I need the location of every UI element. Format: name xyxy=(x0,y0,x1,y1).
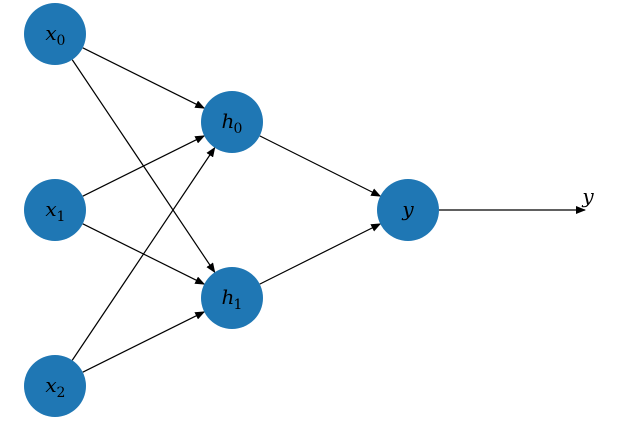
node-subscript-h1: 1 xyxy=(234,297,243,313)
node-circle-x2 xyxy=(24,355,86,417)
node-subscript-x2: 2 xyxy=(57,385,66,401)
node-subscript-x0: 0 xyxy=(57,33,66,49)
node-label-y: y xyxy=(401,197,414,221)
edge-x2-h1 xyxy=(82,311,206,373)
node-y: y xyxy=(377,179,439,241)
edge-h1-y xyxy=(259,223,382,285)
node-circle-x0 xyxy=(24,3,86,65)
node-subscript-x1: 1 xyxy=(57,209,66,225)
edge-h0-y xyxy=(259,135,382,197)
node-label-x1: x xyxy=(45,197,56,221)
edge-x0-h0 xyxy=(82,47,206,109)
edges-layer xyxy=(71,47,586,373)
node-circle-x1 xyxy=(24,179,86,241)
node-circle-h1 xyxy=(201,267,263,329)
node-label-x0: x xyxy=(45,21,56,45)
output-label: y xyxy=(581,184,594,208)
node-label-h1: h xyxy=(222,285,235,309)
node-subscript-h0: 0 xyxy=(234,121,243,137)
node-label-x2: x xyxy=(45,373,56,397)
edge-x1-h0 xyxy=(82,135,206,197)
node-label-h0: h xyxy=(222,109,235,133)
edge-x2-h0 xyxy=(71,146,216,361)
node-circle-h0 xyxy=(201,91,263,153)
node-circle-y xyxy=(377,179,439,241)
